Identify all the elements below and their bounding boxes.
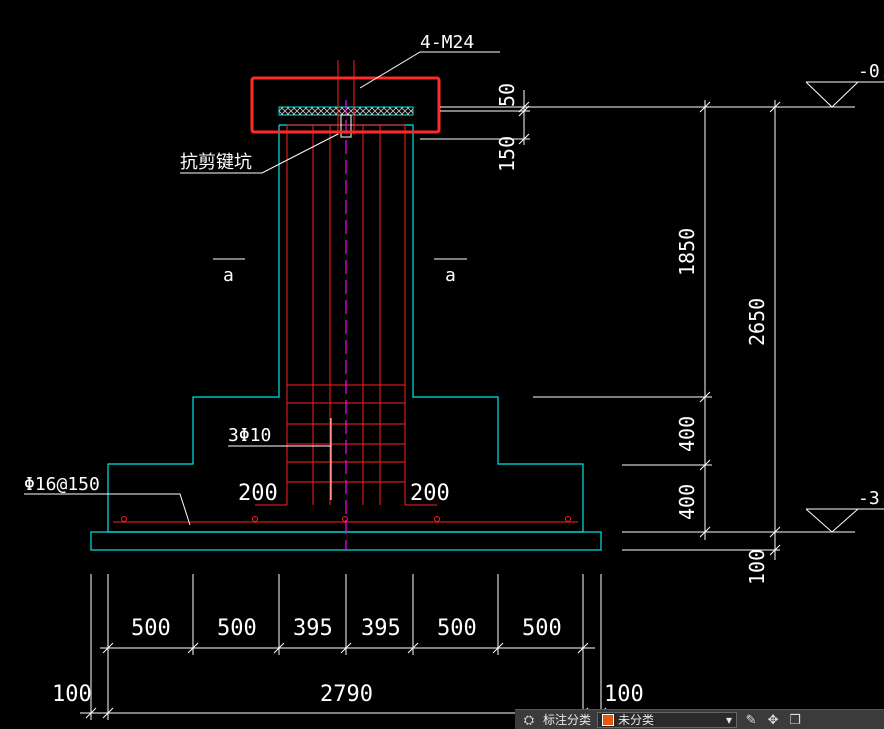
hdim-seg1: 500 bbox=[131, 616, 171, 641]
bottom-rebar-label: Φ16@150 bbox=[24, 474, 100, 495]
annotation-toolbar: ⛭ 标注分类 未分类 ▾ ✎ ✥ ❐ bbox=[515, 709, 884, 729]
section-mark-right: a bbox=[445, 265, 456, 286]
hdim-total: 2790 bbox=[320, 682, 373, 707]
dim-100-vertical: 100 bbox=[745, 549, 769, 585]
category-dropdown[interactable]: 未分类 ▾ bbox=[597, 711, 738, 728]
highlight-box bbox=[250, 76, 441, 134]
shear-key-label: 抗剪键坑 bbox=[180, 152, 252, 173]
elev-top: -0.3 bbox=[858, 61, 884, 82]
dim-2650: 2650 bbox=[745, 298, 769, 346]
dim-50: 50 bbox=[495, 83, 519, 107]
bolt-label: 4-M24 bbox=[420, 32, 474, 53]
leaders bbox=[24, 51, 500, 526]
toolbar-label: 标注分类 bbox=[543, 713, 592, 727]
dim-400b: 400 bbox=[675, 484, 699, 520]
hdim-seg5: 500 bbox=[437, 616, 477, 641]
horizontal-dimensions bbox=[80, 574, 612, 720]
hdim-seg3: 395 bbox=[293, 616, 333, 641]
side-200-right: 200 bbox=[410, 481, 450, 506]
category-value: 未分类 bbox=[618, 713, 655, 727]
stirrup-label: 3Φ10 bbox=[228, 425, 271, 446]
layer-icon[interactable]: ⛭ bbox=[523, 711, 535, 727]
dim-1850: 1850 bbox=[675, 228, 699, 276]
dim-150: 150 bbox=[495, 136, 519, 172]
hdim-left-100: 100 bbox=[52, 682, 92, 707]
color-swatch-icon bbox=[602, 713, 615, 726]
hdim-right-100: 100 bbox=[604, 682, 644, 707]
shear-key-pocket bbox=[340, 114, 352, 138]
section-mark-left: a bbox=[223, 265, 234, 286]
vertical-dimensions bbox=[420, 90, 855, 560]
side-200-left: 200 bbox=[238, 481, 278, 506]
copy-icon[interactable]: ❐ bbox=[789, 711, 801, 727]
move-icon[interactable]: ✥ bbox=[767, 711, 779, 727]
elev-bottom: -3.0 bbox=[858, 488, 884, 509]
edit-icon[interactable]: ✎ bbox=[745, 711, 757, 727]
dim-400a: 400 bbox=[675, 416, 699, 452]
hdim-seg4: 395 bbox=[361, 616, 401, 641]
elevation-markers bbox=[805, 81, 884, 533]
hdim-seg6: 500 bbox=[522, 616, 562, 641]
chevron-down-icon: ▾ bbox=[725, 712, 733, 727]
hdim-seg2: 500 bbox=[217, 616, 257, 641]
